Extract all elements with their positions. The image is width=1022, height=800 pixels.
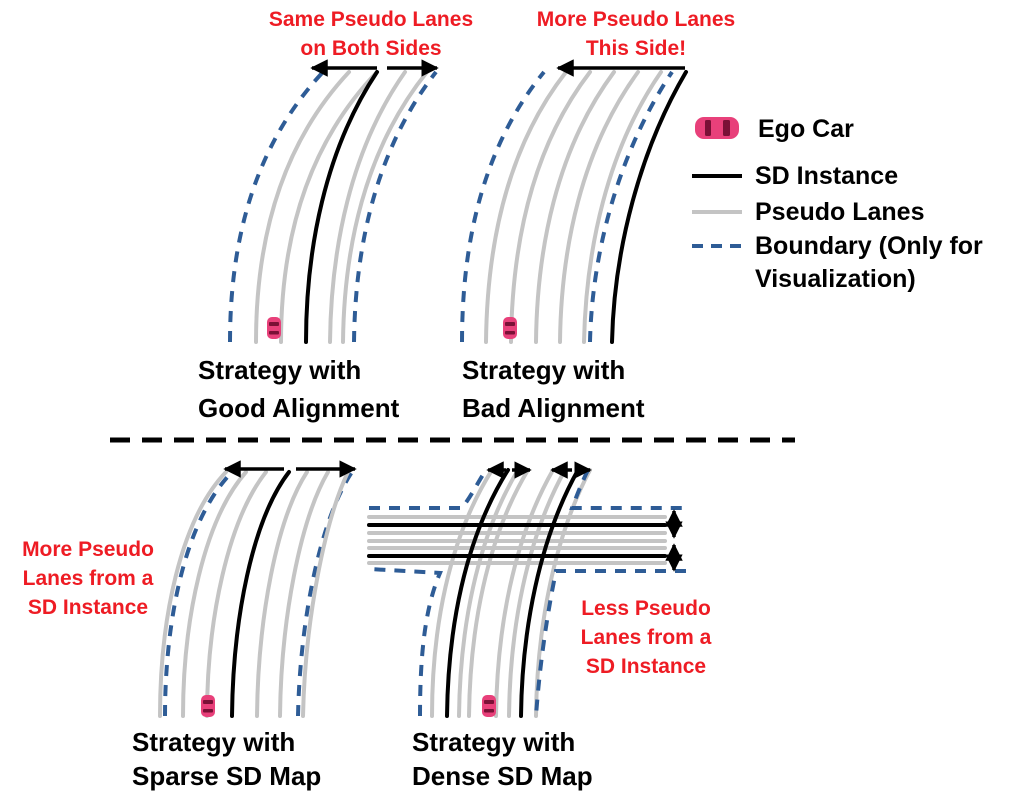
annotation-more-from-sd-2: Lanes from a [23,567,154,590]
ego-car-icon [267,317,281,339]
caption-bad-alignment-2: Bad Alignment [462,393,645,423]
caption-dense-sd-1: Strategy with [412,727,575,757]
pseudo-lane [158,470,228,718]
caption-bad-alignment-1: Strategy with [462,355,625,385]
pseudo-lane [467,468,530,718]
sd-instance [304,70,379,344]
legend-sd-instance: SD Instance [755,162,898,190]
caption-good-alignment-2: Good Alignment [198,393,400,423]
ego-car-icon [503,317,517,339]
annotation-more-from-sd-3: SD Instance [28,596,148,619]
sd-instance [610,70,688,344]
caption-sparse-sd-1: Strategy with [132,727,295,757]
pseudo-lane [341,70,429,344]
boundary-left [460,70,546,343]
annotation-same-both-sides-1: Same Pseudo Lanes [269,8,473,31]
pseudo-lane [494,468,555,718]
pseudo-lane [279,70,379,344]
pseudo-lane [181,470,248,718]
pseudo-lane [430,468,494,718]
boundary-left [228,70,325,343]
legend-boundary-line2: Visualization) [755,265,916,293]
boundary-dense [369,468,488,510]
pseudo-lane [278,470,330,718]
boundary-dense [368,567,443,717]
legend: Ego Car SD Instance Pseudo Lanes Boundar… [692,115,983,293]
legend-pseudo-lanes: Pseudo Lanes [755,198,925,226]
annotation-more-from-sd-1: More Pseudo [22,538,154,561]
pseudo-lane [534,468,592,718]
annotation-less-from-sd-3: SD Instance [586,655,706,678]
pseudo-lane [507,468,567,718]
sd-instance [230,470,291,718]
annotation-less-from-sd-1: Less Pseudo [581,597,711,620]
annotation-same-both-sides-2: on Both Sides [300,37,441,60]
sd-instance [445,468,510,718]
pseudo-lane [205,470,268,718]
panel-good-alignment [228,59,439,344]
pseudo-lane [255,470,309,718]
sd-instance [519,468,580,718]
caption-dense-sd-2: Dense SD Map [412,761,593,791]
legend-ego-car: Ego Car [758,115,854,143]
pseudo-lane [534,70,616,344]
pseudo-lane [301,470,350,718]
annotation-more-this-side-1: More Pseudo Lanes [537,8,735,31]
caption-sparse-sd-2: Sparse SD Map [132,761,321,791]
panel-dense-sd [367,461,686,718]
panel-bad-alignment [460,59,688,344]
pseudo-lane [328,70,407,344]
pseudo-lane [484,70,568,344]
pseudo-lane [254,70,351,344]
annotation-more-this-side-2: This Side! [586,37,686,60]
legend-boundary-line1: Boundary (Only for [755,232,983,260]
caption-good-alignment-1: Strategy with [198,355,361,385]
ego-car-icon [482,695,496,717]
boundary-left [163,470,234,717]
annotation-less-from-sd-2: Lanes from a [581,626,712,649]
pseudo-lane [457,468,520,718]
pseudo-lane [582,70,663,344]
ego-car-icon [201,695,215,717]
pseudo-lane [509,70,592,344]
panel-sparse-sd [158,460,357,718]
boundary-right [588,70,674,343]
boundary-right [352,70,438,343]
pseudo-lane [558,70,640,344]
legend-car-icon [695,117,739,139]
